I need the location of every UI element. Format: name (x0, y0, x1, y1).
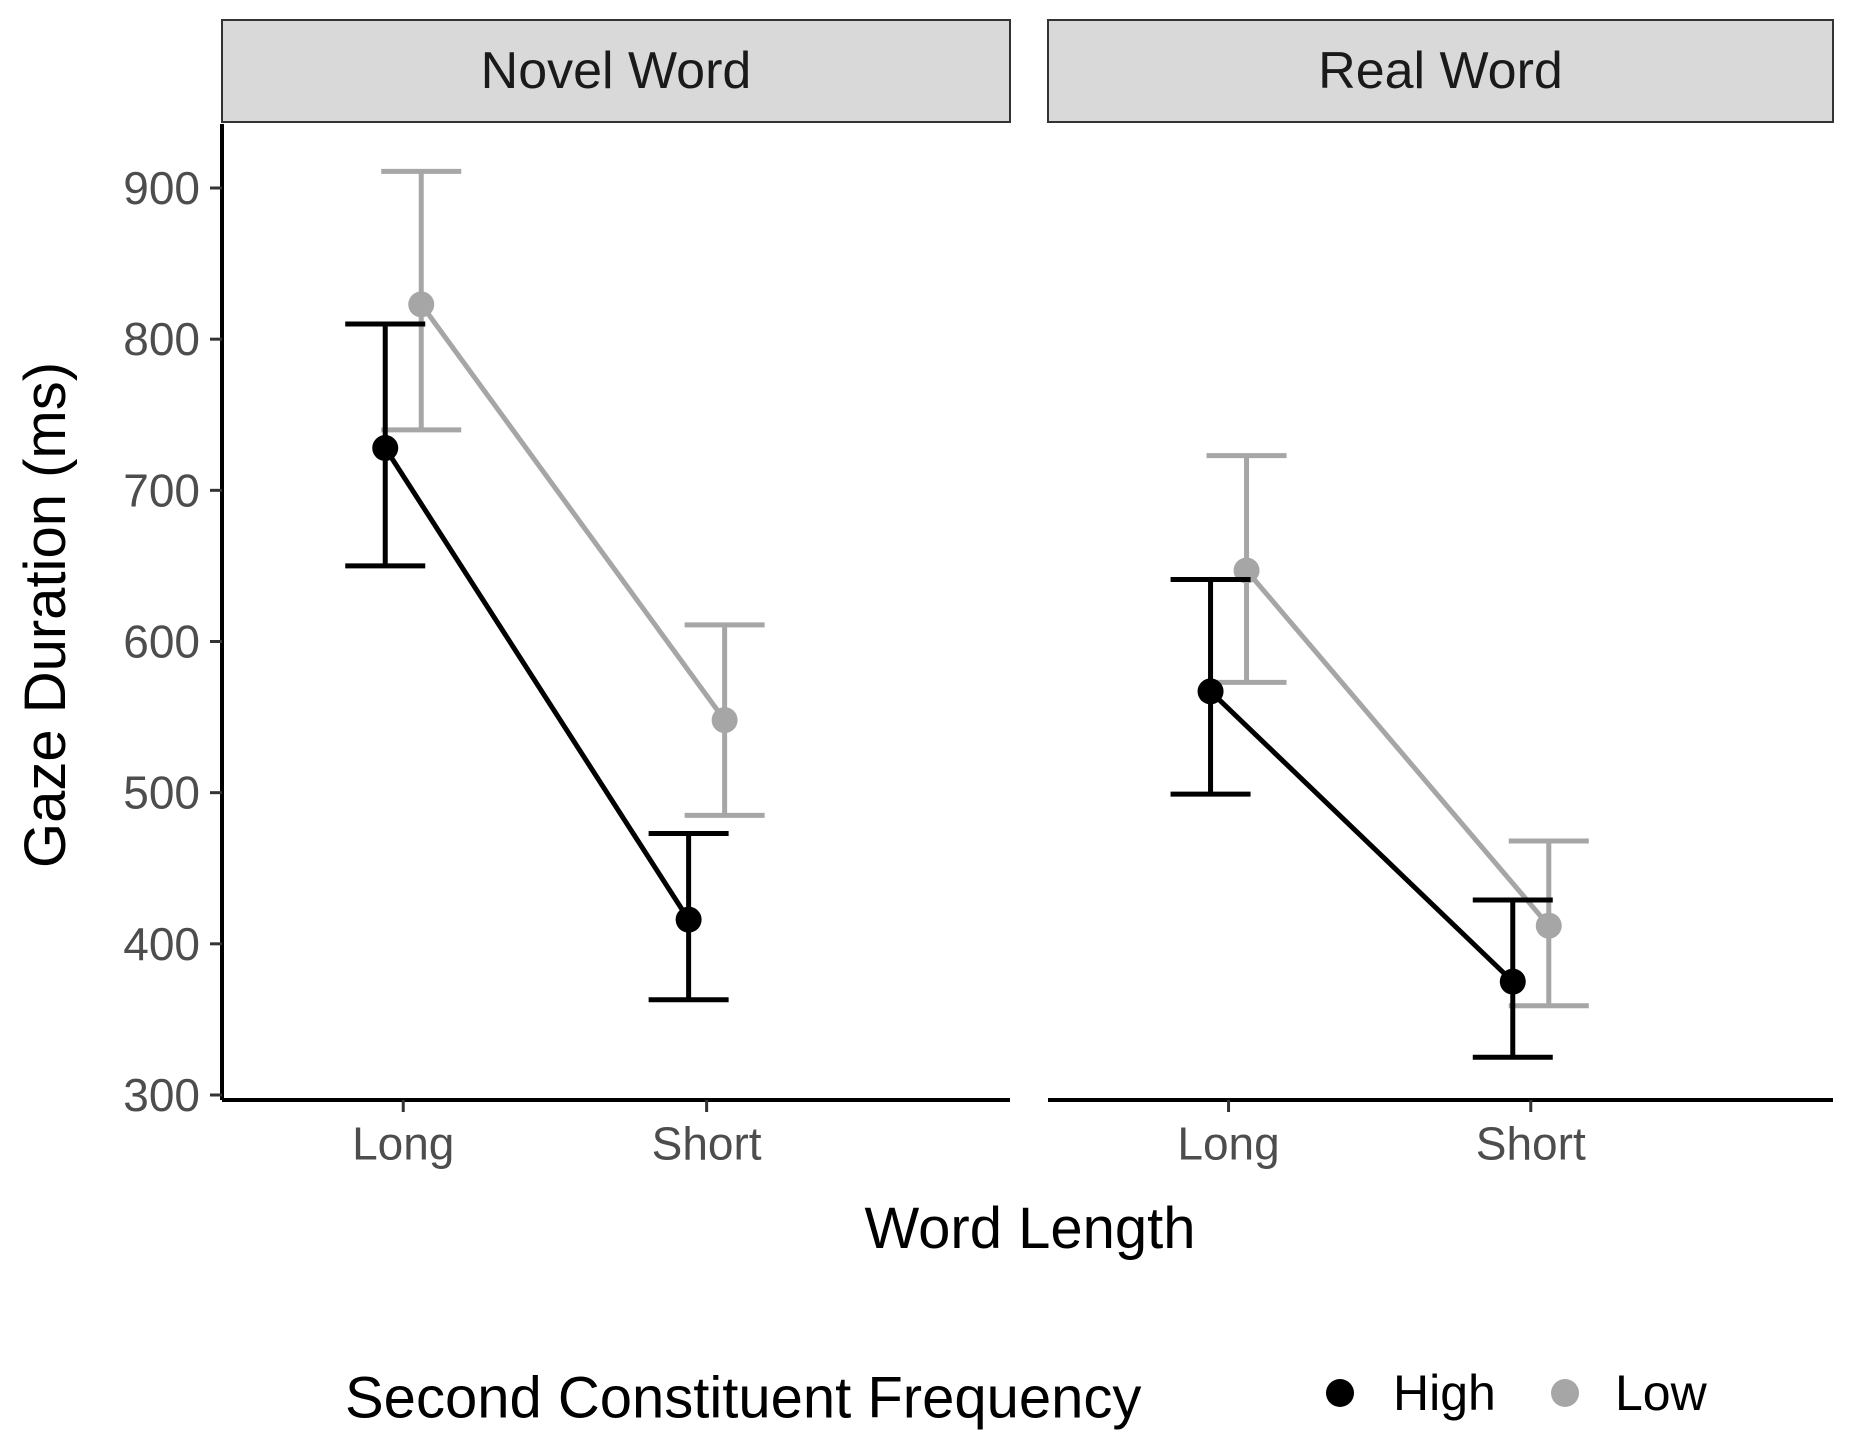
series-line (1244, 568, 1551, 928)
y-tick-label: 700 (123, 464, 200, 516)
y-tick-label: 500 (123, 767, 200, 819)
data-point (1233, 557, 1260, 584)
legend-marker-high (1326, 1379, 1354, 1407)
data-point (1535, 912, 1562, 939)
legend-label-low: Low (1615, 1365, 1708, 1421)
data-point (372, 435, 399, 462)
legend-title: Second Constituent Frequency (345, 1366, 1141, 1431)
series-line (419, 302, 727, 722)
data-point (408, 291, 435, 318)
legend: Second Constituent Frequency High Low (345, 1365, 1708, 1431)
x-tick-label: Short (652, 1118, 762, 1170)
x-tick-label: Short (1476, 1118, 1586, 1170)
panel-strip (1047, 19, 1834, 123)
panel-title: Novel Word (481, 42, 752, 100)
data-point (1499, 968, 1526, 995)
series-low (1206, 453, 1589, 1009)
series-high (1170, 577, 1553, 1060)
data-point (675, 906, 702, 933)
y-axis-title: Gaze Duration (ms) (13, 362, 78, 868)
y-tick-label: 600 (123, 616, 200, 668)
x-tick-label: Long (1177, 1118, 1279, 1170)
series-line (1208, 689, 1515, 984)
series-high (345, 321, 729, 1003)
y-tick-label: 800 (123, 313, 200, 365)
legend-marker-low (1551, 1379, 1579, 1407)
legend-label-high: High (1393, 1365, 1496, 1421)
series-low (381, 168, 765, 818)
y-tick-label: 400 (123, 918, 200, 970)
data-point (711, 707, 738, 734)
panel-strip (221, 19, 1011, 123)
panel-title: Real Word (1318, 42, 1563, 100)
x-axis-title: Word Length (864, 1196, 1195, 1261)
data-point (1197, 678, 1224, 705)
x-tick-label: Long (352, 1118, 454, 1170)
series-line (383, 446, 691, 921)
y-tick-label: 300 (123, 1069, 200, 1121)
y-tick-label: 900 (123, 162, 200, 214)
